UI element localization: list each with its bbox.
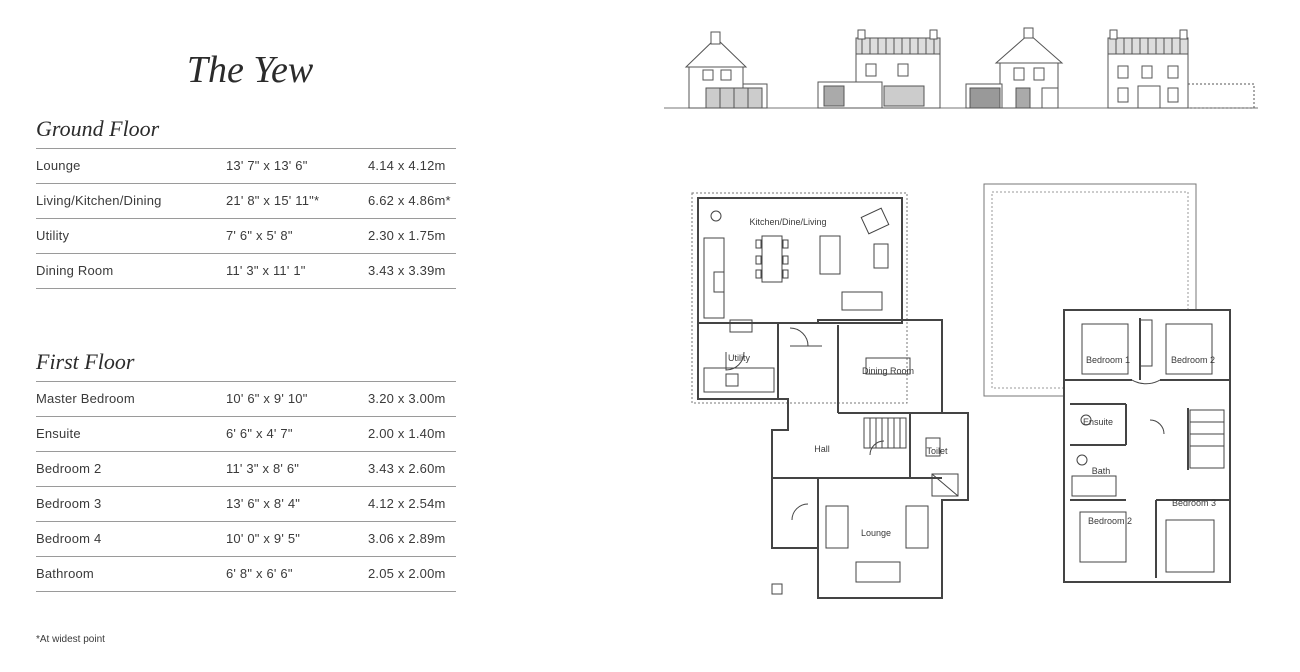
room-imperial-size: 11' 3" x 11' 1": [226, 263, 306, 278]
room-imperial-size: 6' 8" x 6' 6": [226, 566, 293, 581]
room-row: Bedroom 4 10' 0" x 9' 5" 3.06 x 2.89m: [36, 522, 456, 557]
room-row: Bedroom 3 13' 6" x 8' 4" 4.12 x 2.54m: [36, 487, 456, 522]
room-name: Ensuite: [36, 426, 81, 441]
label-utility: Utility: [728, 353, 750, 363]
room-imperial-size: 10' 0" x 9' 5": [226, 531, 301, 546]
room-row: Lounge 13' 7" x 13' 6" 4.14 x 4.12m: [36, 149, 456, 184]
room-metric-size: 2.05 x 2.00m: [368, 566, 446, 581]
room-row: Ensuite 6' 6" x 4' 7" 2.00 x 1.40m: [36, 417, 456, 452]
room-metric-size: 3.20 x 3.00m: [368, 391, 446, 406]
label-bedroom-3: Bedroom 3: [1172, 498, 1216, 508]
room-metric-size: 6.62 x 4.86m*: [368, 193, 451, 208]
label-lounge: Lounge: [861, 528, 891, 538]
footnote: *At widest point: [36, 634, 105, 645]
plan-labels: Kitchen/Dine/Living Utility Dining Room …: [728, 217, 1216, 538]
room-imperial-size: 13' 7" x 13' 6": [226, 158, 308, 173]
room-metric-size: 2.00 x 1.40m: [368, 426, 446, 441]
room-metric-size: 4.14 x 4.12m: [368, 158, 446, 173]
room-imperial-size: 6' 6" x 4' 7": [226, 426, 293, 441]
room-name: Bedroom 3: [36, 496, 102, 511]
label-kitchen-dine-living: Kitchen/Dine/Living: [749, 217, 826, 227]
elevation-side-a: [817, 29, 941, 109]
ground-floor-plan: [691, 192, 969, 599]
room-imperial-size: 13' 6" x 8' 4": [226, 496, 301, 511]
room-name: Living/Kitchen/Dining: [36, 193, 162, 208]
label-bedroom-1: Bedroom 1: [1086, 355, 1130, 365]
room-name: Utility: [36, 228, 70, 243]
room-name: Bedroom 2: [36, 461, 102, 476]
room-name: Bathroom: [36, 566, 94, 581]
label-bath: Bath: [1092, 466, 1111, 476]
first-floor-room-list: Master Bedroom 10' 6" x 9' 10" 3.20 x 3.00…: [36, 381, 456, 592]
ground-floor-room-list: Lounge 13' 7" x 13' 6" 4.14 x 4.12m Living…: [36, 148, 456, 289]
room-row: Living/Kitchen/Dining 21' 8" x 15' 11"* 6.…: [36, 184, 456, 219]
elevation-side-b: [1107, 29, 1255, 109]
first-floor-heading: First Floor: [36, 349, 135, 374]
room-metric-size: 3.43 x 2.60m: [368, 461, 446, 476]
room-name: Dining Room: [36, 263, 114, 278]
room-imperial-size: 7' 6" x 5' 8": [226, 228, 293, 243]
room-metric-size: 2.30 x 1.75m: [368, 228, 446, 243]
room-name: Bedroom 4: [36, 531, 102, 546]
label-toilet: Toilet: [926, 446, 948, 456]
room-imperial-size: 11' 3" x 8' 6": [226, 461, 300, 476]
label-bedroom-2-lower: Bedroom 2: [1088, 516, 1132, 526]
page-title: The Yew: [186, 49, 314, 91]
room-name: Master Bedroom: [36, 391, 135, 406]
label-bedroom-2-upper: Bedroom 2: [1171, 355, 1215, 365]
first-floor-plan: [983, 183, 1231, 583]
label-hall: Hall: [814, 444, 830, 454]
elevations: [664, 27, 1258, 109]
room-row: Dining Room 11' 3" x 11' 1" 3.43 x 3.39m: [36, 254, 456, 289]
label-ensuite: Ensuite: [1083, 417, 1113, 427]
room-row: Master Bedroom 10' 6" x 9' 10" 3.20 x 3.00…: [36, 382, 456, 417]
label-dining-room: Dining Room: [862, 366, 914, 376]
room-row: Bathroom 6' 8" x 6' 6" 2.05 x 2.00m: [36, 557, 456, 592]
room-metric-size: 4.12 x 2.54m: [368, 496, 446, 511]
room-metric-size: 3.06 x 2.89m: [368, 531, 446, 546]
elevation-front: [684, 31, 768, 109]
room-imperial-size: 21' 8" x 15' 11"*: [226, 193, 320, 208]
ground-floor-heading: Ground Floor: [36, 116, 160, 141]
room-metric-size: 3.43 x 3.39m: [368, 263, 446, 278]
room-imperial-size: 10' 6" x 9' 10": [226, 391, 308, 406]
room-name: Lounge: [36, 158, 81, 173]
room-row: Utility 7' 6" x 5' 8" 2.30 x 1.75m: [36, 219, 456, 254]
room-row: Bedroom 2 11' 3" x 8' 6" 3.43 x 2.60m: [36, 452, 456, 487]
elevation-rear: [965, 27, 1064, 109]
